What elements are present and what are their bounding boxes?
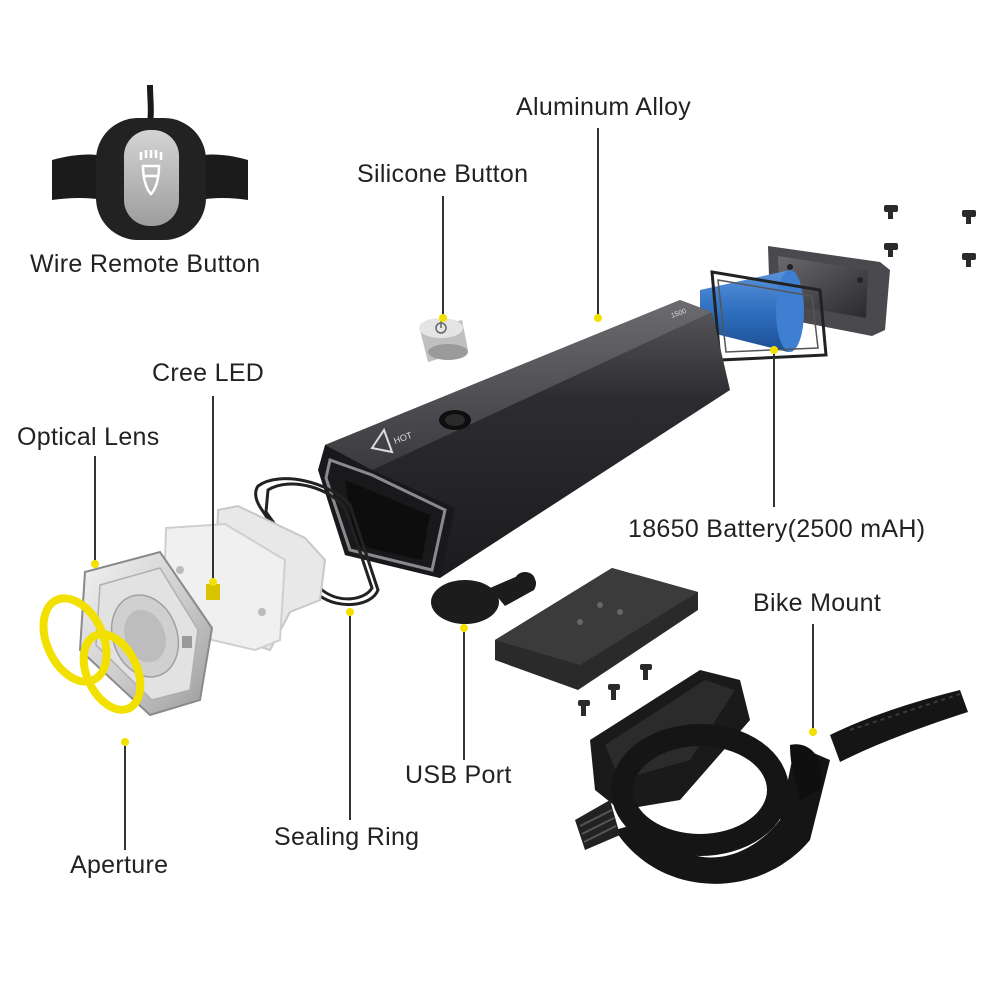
aluminum-body: HOT 1500 bbox=[318, 300, 730, 578]
label-bike-mount: Bike Mount bbox=[753, 589, 882, 617]
label-wire-remote-button: Wire Remote Button bbox=[30, 250, 261, 278]
aperture-rings bbox=[39, 594, 145, 714]
spec-marking: 1500 bbox=[670, 308, 687, 320]
label-battery: 18650 Battery(2500 mAH) bbox=[628, 515, 926, 543]
mount-screws bbox=[578, 664, 652, 716]
marker-dots bbox=[91, 314, 817, 746]
optical-lens bbox=[78, 550, 214, 717]
label-sealing-ring: Sealing Ring bbox=[274, 823, 420, 851]
hand-beam-icon bbox=[139, 150, 163, 196]
label-aluminum-alloy: Aluminum Alloy bbox=[516, 93, 692, 121]
sealing-ring bbox=[254, 477, 380, 607]
wire-remote-button bbox=[52, 84, 248, 240]
leader-lines bbox=[94, 128, 814, 850]
usb-port-cover bbox=[431, 572, 537, 624]
cap-screws bbox=[884, 205, 976, 267]
power-icon bbox=[435, 321, 447, 334]
label-cree-led: Cree LED bbox=[152, 359, 265, 387]
label-aperture: Aperture bbox=[70, 851, 169, 879]
battery-18650 bbox=[700, 270, 828, 362]
mount-plate bbox=[495, 568, 698, 690]
label-optical-lens: Optical Lens bbox=[17, 423, 160, 451]
silicone-button bbox=[419, 318, 468, 362]
cree-led-board bbox=[163, 504, 327, 652]
bike-mount bbox=[575, 670, 968, 884]
label-usb-port: USB Port bbox=[405, 761, 512, 789]
label-silicone-button: Silicone Button bbox=[357, 160, 529, 188]
